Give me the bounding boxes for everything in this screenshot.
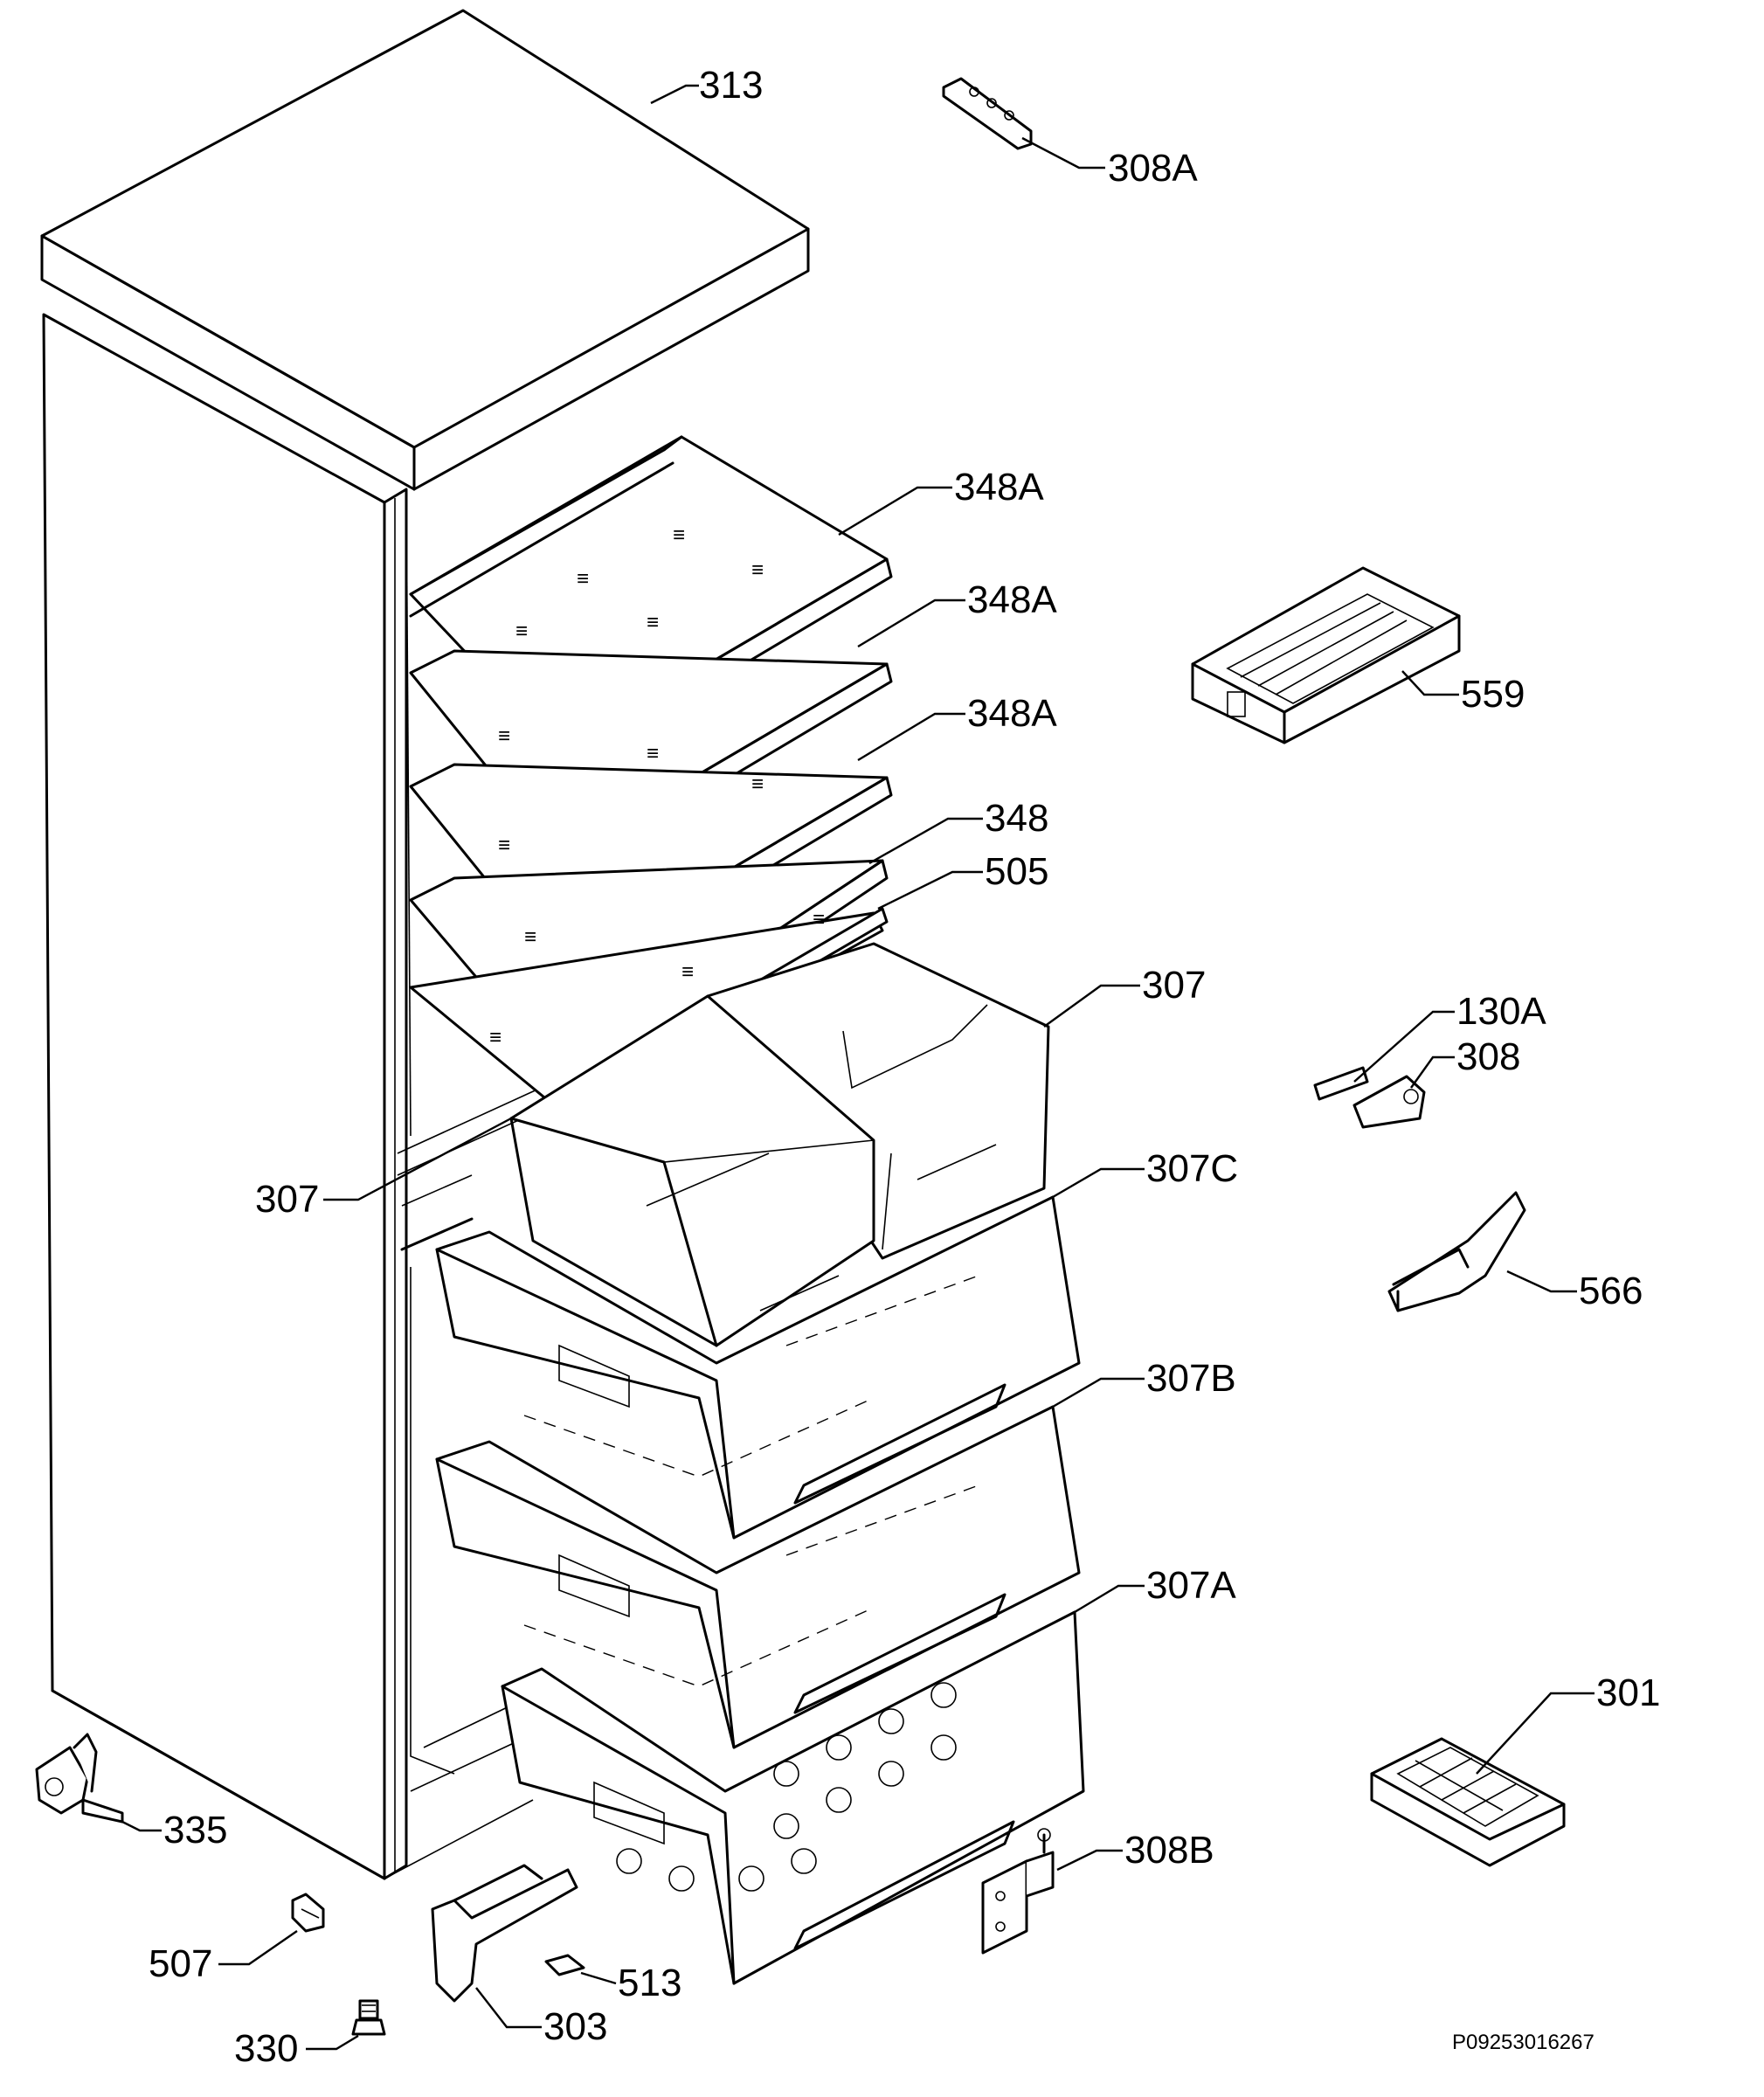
spacer-513-part [544,1954,585,1976]
callout-348: 348 [985,797,1048,840]
svg-text:≡: ≡ [515,619,528,643]
freezer-drawer-307c [435,1195,1081,1540]
callout-303: 303 [543,2005,607,2048]
callout-308a-top: 308A [1108,147,1198,190]
glass-shelf-5: ≡ ≡ ≡ [409,908,884,1111]
plate-130a-part [1313,1066,1369,1101]
ice-cube-tray-301-part [1370,1737,1566,1867]
callout-307a: 307A [1146,1564,1236,1607]
svg-text:≡: ≡ [647,742,659,765]
callout-507: 507 [149,1942,212,1985]
svg-text:≡: ≡ [751,558,764,582]
adjustable-foot-330-part [351,1999,386,2036]
foot-hinge-335-part [35,1733,124,1824]
svg-text:≡: ≡ [524,925,536,949]
svg-text:≡: ≡ [673,523,685,547]
hinge-308b-part [981,1828,1055,1955]
clip-507-part [291,1893,325,1933]
svg-text:≡: ≡ [751,772,764,796]
callout-130a: 130A [1456,990,1546,1033]
freezer-drawer-307b [435,1405,1081,1749]
svg-text:≡: ≡ [577,567,589,591]
callout-330: 330 [234,2027,298,2070]
callout-307c: 307C [1146,1147,1238,1190]
hinge-308-part [1352,1075,1426,1129]
drawing-code: P09253016267 [1452,2031,1595,2054]
callout-505: 505 [985,850,1048,893]
callout-307-right: 307 [1142,964,1206,1007]
svg-text:≡: ≡ [498,724,510,748]
scraper-566-part [1387,1191,1526,1312]
callout-307b: 307B [1146,1357,1236,1400]
callout-335: 335 [163,1809,227,1851]
callout-566: 566 [1579,1270,1643,1312]
ice-tray-559-part [1191,566,1461,744]
callout-308: 308 [1456,1035,1520,1078]
svg-text:≡: ≡ [681,960,694,984]
callout-308b: 308B [1124,1829,1214,1872]
callout-348a-2: 348A [967,578,1057,621]
callout-513: 513 [618,1962,681,2004]
cabinet-body [42,313,551,1880]
kick-panel-303-part [431,1864,578,2003]
freezer-drawer-307a [501,1610,1085,1985]
hinge-308a-part [942,77,1033,150]
svg-text:≡: ≡ [647,611,659,634]
top-cover-313 [40,9,810,491]
crisper-drawer-left [509,994,875,1347]
svg-text:≡: ≡ [489,1026,502,1049]
callout-307-left: 307 [255,1178,319,1221]
leader-lines [121,84,1595,2051]
callout-559: 559 [1461,673,1525,716]
callout-313: 313 [699,64,763,107]
callout-301: 301 [1596,1671,1660,1714]
callout-348a-3: 348A [967,692,1057,735]
svg-text:≡: ≡ [813,908,825,931]
svg-text:≡: ≡ [498,834,510,857]
callout-348a-1: 348A [954,466,1044,509]
